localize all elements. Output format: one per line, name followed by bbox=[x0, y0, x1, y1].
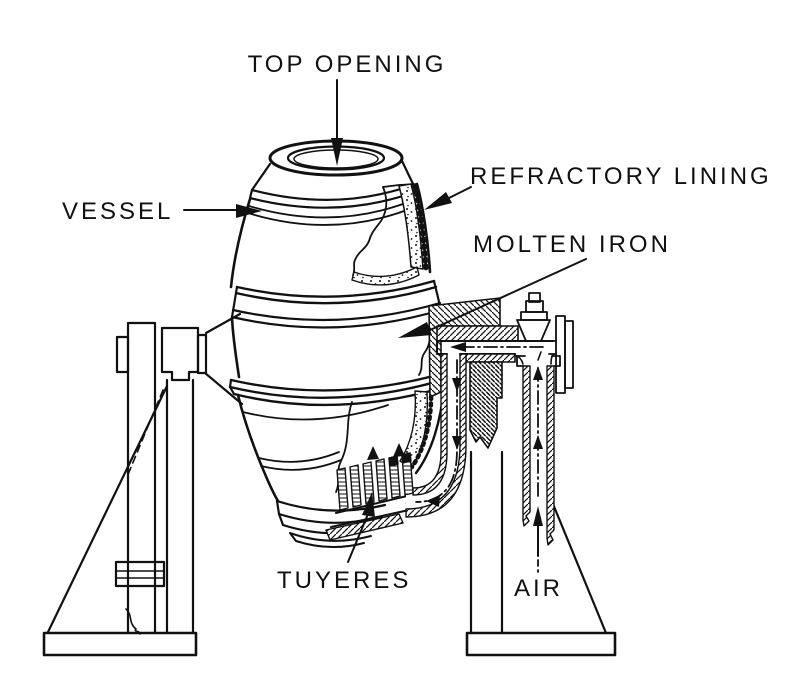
left-stand-main-column bbox=[126, 321, 157, 635]
upper-barrel-right-shell bbox=[415, 182, 432, 274]
label-air: AIR bbox=[514, 575, 563, 602]
air-inlet-arrow-icon bbox=[533, 506, 543, 526]
tuyere-dark-top bbox=[388, 455, 399, 467]
vessel-body bbox=[228, 139, 448, 549]
tuyere-strip bbox=[336, 467, 349, 511]
molten-iron-leader-line bbox=[427, 258, 587, 332]
refractory-lining-band bbox=[398, 183, 424, 270]
cutaway-break-line-upper bbox=[352, 186, 388, 276]
flow-arrow-up-icon bbox=[533, 435, 543, 449]
left-stand-back-plate bbox=[115, 335, 130, 374]
bolt-washer bbox=[520, 311, 548, 321]
left-stand-collar bbox=[114, 560, 166, 588]
bottom-cap bbox=[289, 532, 372, 549]
tuyeres-assembly bbox=[325, 443, 421, 541]
tuyere-strip bbox=[362, 461, 375, 505]
cone-band-line-2 bbox=[258, 451, 342, 471]
air-jet-arrow-icon bbox=[367, 446, 379, 460]
left-stand-bearing-cap bbox=[160, 326, 200, 382]
annotations: TOP OPENING VESSEL REFRACTORY LINING MOL… bbox=[62, 51, 772, 602]
upper-barrel-band-lines bbox=[247, 198, 418, 226]
skirt-band-arcs bbox=[228, 371, 448, 407]
tuyere-strip bbox=[349, 464, 362, 508]
tuyere-strip bbox=[375, 458, 388, 502]
pipe-stub-to-flange bbox=[548, 340, 557, 355]
right-support-stand bbox=[465, 450, 617, 657]
right-stand-brace bbox=[551, 502, 608, 635]
pipe-end-flange-inner bbox=[555, 315, 566, 394]
horizontal-pipe-channel bbox=[436, 340, 554, 355]
down-pipe-inner-wall bbox=[412, 353, 448, 496]
top-opening-arrow-icon bbox=[331, 138, 343, 166]
vessel-neck-sides bbox=[250, 159, 416, 192]
air-jet-arrow-icon bbox=[393, 443, 405, 457]
right-stand-column bbox=[469, 450, 504, 635]
bell-mouth-curves bbox=[514, 354, 554, 365]
upper-barrel-left-edge bbox=[229, 197, 252, 289]
refractory-lining-belt-arc bbox=[351, 266, 420, 286]
refractory-arrow-icon bbox=[424, 192, 452, 210]
flow-arrow-down-icon bbox=[452, 436, 462, 450]
cone-left-edge bbox=[236, 393, 280, 503]
refractory-brick-joints bbox=[412, 183, 429, 271]
lower-brick-joints bbox=[409, 387, 434, 470]
down-pipe-outer-wall bbox=[405, 353, 467, 518]
label-vessel: VESSEL bbox=[62, 198, 173, 225]
belt-upper-arcs bbox=[234, 279, 438, 305]
flow-corner-dash bbox=[537, 351, 542, 361]
label-top-opening: TOP OPENING bbox=[248, 51, 447, 78]
left-trunnion-stub bbox=[196, 333, 208, 375]
horizontal-pipe-top-wall bbox=[436, 325, 519, 342]
vessel-neck-flange bbox=[248, 183, 417, 209]
air-pipe-assembly bbox=[405, 292, 574, 546]
pipe-end-flange-outer bbox=[564, 320, 574, 389]
down-pipe-channel-fill bbox=[406, 356, 460, 509]
label-molten-iron: MOLTEN IRON bbox=[473, 231, 671, 258]
belly-left-edge bbox=[230, 316, 241, 379]
belt-lower-arcs bbox=[230, 301, 443, 329]
flow-arrow-up-icon bbox=[533, 366, 543, 380]
left-stand-front-column bbox=[165, 378, 195, 635]
horizontal-pipe-bottom-wall bbox=[465, 353, 516, 363]
vessel-arrow-icon bbox=[236, 204, 262, 218]
vertical-pipe-right-wall bbox=[546, 365, 555, 546]
left-support-stand bbox=[42, 312, 244, 657]
left-stand-hidden-edge bbox=[126, 389, 164, 478]
vertical-pipe-left-wall bbox=[522, 365, 531, 527]
bolt-head-icon bbox=[528, 292, 541, 303]
label-tuyeres: TUYERES bbox=[277, 567, 411, 594]
flow-arrow-down-icon bbox=[452, 378, 462, 392]
windbox-bottom-plate bbox=[325, 513, 404, 541]
cone-band-line-1 bbox=[242, 404, 389, 421]
tee-housing bbox=[516, 319, 551, 342]
tuyeres-leader-line bbox=[347, 513, 369, 563]
bottom-ring-left-edge bbox=[275, 499, 285, 527]
pipe-bell-socket bbox=[516, 355, 561, 367]
refractory-leader-line bbox=[446, 186, 472, 200]
flow-arrow-left-icon bbox=[450, 342, 466, 352]
air-flow-lines bbox=[415, 342, 544, 573]
right-base-plate bbox=[465, 631, 617, 657]
tuyeres-arrow-icon bbox=[362, 492, 375, 517]
flow-arrow-bend-icon bbox=[426, 495, 440, 507]
molten-iron-arrow-icon bbox=[398, 322, 432, 338]
left-stand-collar-lines bbox=[115, 570, 165, 579]
flow-line-downpipe bbox=[415, 359, 458, 503]
left-base-plate bbox=[42, 631, 198, 657]
label-refractory-lining: REFRACTORY LINING bbox=[470, 163, 772, 190]
support-block-lower bbox=[469, 361, 503, 449]
